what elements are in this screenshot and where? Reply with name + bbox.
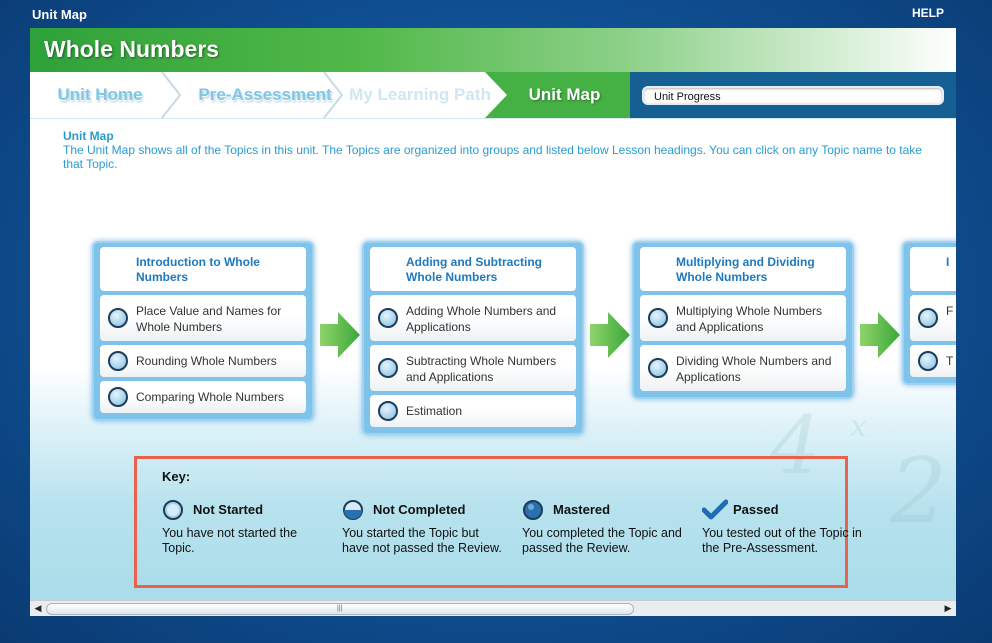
tab-separator <box>323 72 344 118</box>
status-key: Key: Not Started You have not started th… <box>134 456 862 588</box>
lesson-title[interactable]: I <box>910 247 956 291</box>
key-item-title: Mastered <box>553 502 611 517</box>
checkmark-icon <box>702 499 728 520</box>
decor-math: x <box>850 409 867 444</box>
not-started-icon <box>378 308 398 328</box>
key-item-desc: You started the Topic but have not passe… <box>342 526 502 555</box>
lesson-title[interactable]: Multiplying and Dividing Whole Numbers <box>640 247 846 291</box>
topic-item[interactable]: Multiplying Whole Numbers and Applicatio… <box>640 295 846 341</box>
tab-unit-home[interactable]: Unit Home <box>57 85 143 104</box>
not-started-icon <box>648 358 668 378</box>
intro-text: The Unit Map shows all of the Topics in … <box>63 143 922 171</box>
lesson-card: Multiplying and Dividing Whole Numbers M… <box>632 241 854 399</box>
window-title: Unit Map <box>32 7 87 22</box>
topic-label: Multiplying Whole Numbers and Applicatio… <box>676 304 823 334</box>
arrow-right-icon <box>860 312 900 358</box>
decor-math: 2 <box>890 439 948 544</box>
topic-item[interactable]: Comparing Whole Numbers <box>100 381 306 413</box>
topic-label: Estimation <box>406 404 463 418</box>
lesson-card: Adding and Subtracting Whole Numbers Add… <box>362 241 584 435</box>
lesson-title[interactable]: Introduction to Whole Numbers <box>100 247 306 291</box>
unit-progress-button[interactable]: Unit Progress <box>642 86 944 105</box>
scroll-right-icon[interactable]: ▶ <box>944 603 952 613</box>
not-started-icon <box>918 308 938 328</box>
not-started-icon <box>648 308 668 328</box>
topic-label: F <box>946 304 954 318</box>
not-started-icon <box>163 500 183 520</box>
topic-label: Dividing Whole Numbers and Applications <box>676 354 832 384</box>
not-started-icon <box>108 351 128 371</box>
topic-label: T <box>946 354 954 368</box>
title-bar: Unit Map HELP <box>0 0 992 28</box>
lesson-card: Introduction to Whole Numbers Place Valu… <box>92 241 314 421</box>
topic-item[interactable]: T <box>910 345 956 377</box>
not-started-icon <box>108 308 128 328</box>
key-item-title: Not Started <box>193 502 264 517</box>
help-link[interactable]: HELP <box>911 6 944 20</box>
mastered-icon <box>523 500 543 520</box>
tab-pre-assessment[interactable]: Pre-Assessment <box>198 85 332 104</box>
grip-icon: ||| <box>337 605 343 612</box>
tab-separator <box>161 72 182 118</box>
topic-item[interactable]: Place Value and Names for Whole Numbers <box>100 295 306 341</box>
not-started-icon <box>108 387 128 407</box>
tab-my-learning-path[interactable]: My Learning Path <box>349 85 491 104</box>
tab-unit-map[interactable]: Unit Map <box>485 72 630 118</box>
key-item-desc: You completed the Topic and passed the R… <box>522 526 682 555</box>
key-item-desc: You tested out of the Topic in the Pre-A… <box>702 526 862 555</box>
topic-label: Adding Whole Numbers and Applications <box>406 304 557 334</box>
topic-item[interactable]: Dividing Whole Numbers and Applications <box>640 345 846 391</box>
topic-item[interactable]: Adding Whole Numbers and Applications <box>370 295 576 341</box>
key-item-desc: You have not started the Topic. <box>162 526 298 555</box>
topic-item[interactable]: Subtracting Whole Numbers and Applicatio… <box>370 345 576 391</box>
lesson-title[interactable]: Adding and Subtracting Whole Numbers <box>370 247 576 291</box>
intro-title: Unit Map <box>63 129 114 143</box>
arrow-right-icon <box>320 312 360 358</box>
topic-label: Comparing Whole Numbers <box>136 390 285 404</box>
topic-label: Place Value and Names for Whole Numbers <box>136 304 282 334</box>
not-completed-icon <box>343 500 363 520</box>
topic-item[interactable]: F <box>910 295 956 341</box>
topic-label: Subtracting Whole Numbers and Applicatio… <box>406 354 557 384</box>
topic-item[interactable]: Rounding Whole Numbers <box>100 345 306 377</box>
topic-item[interactable]: Estimation <box>370 395 576 427</box>
arrow-right-icon <box>590 312 630 358</box>
main-frame: Whole Numbers Unit Home Pre-Assessment M… <box>30 28 956 616</box>
unit-title: Whole Numbers <box>44 36 220 62</box>
not-started-icon <box>378 358 398 378</box>
key-label: Key: <box>162 469 191 484</box>
topic-label: Rounding Whole Numbers <box>136 354 277 368</box>
unit-header: Whole Numbers <box>30 28 956 72</box>
key-item-title: Not Completed <box>373 502 466 517</box>
not-started-icon <box>378 401 398 421</box>
progress-panel: Unit Progress <box>630 72 956 118</box>
horizontal-scrollbar[interactable]: ◀ ||| ▶ <box>30 600 956 616</box>
key-item-title: Passed <box>733 502 779 517</box>
lesson-card: I F T <box>902 241 956 385</box>
scroll-left-icon[interactable]: ◀ <box>34 603 42 613</box>
not-started-icon <box>918 351 938 371</box>
scrollbar-thumb[interactable]: ||| <box>46 603 634 615</box>
unit-map-content: x 2 4 Unit Map The Unit Map shows all of… <box>30 119 956 616</box>
decor-math: 4 <box>770 399 821 492</box>
